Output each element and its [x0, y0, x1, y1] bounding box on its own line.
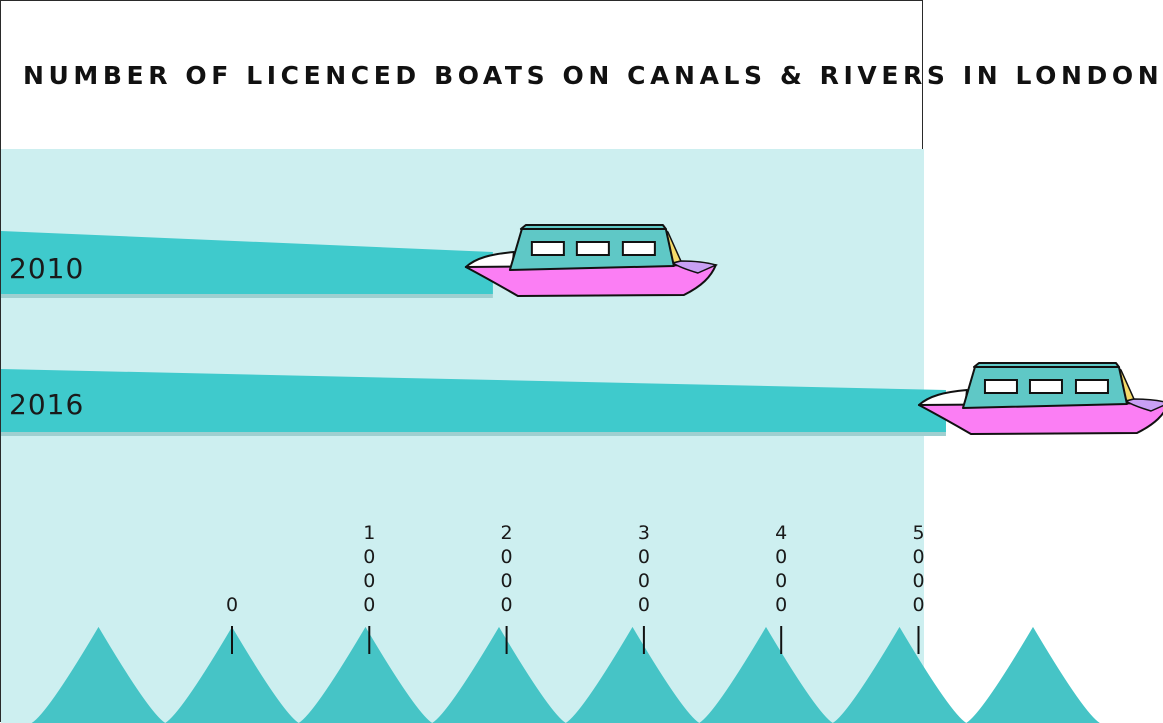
- wave-pattern: [31, 627, 1100, 723]
- x-tick-digit: 0: [638, 570, 650, 592]
- category-label-2010: 2010: [9, 252, 84, 285]
- boat-window: [621, 241, 656, 256]
- x-tick-digit: 0: [501, 546, 513, 568]
- bars-group: 2010 2016: [1, 231, 946, 436]
- x-tick-digit: 0: [501, 594, 513, 616]
- x-tick-digit: 0: [363, 594, 375, 616]
- x-tick-digit: 1: [363, 522, 375, 544]
- bar-2016: [1, 369, 946, 432]
- x-tick-digit: 0: [775, 570, 787, 592]
- x-tick-digit: 0: [912, 546, 924, 568]
- x-tick-digit: 3: [638, 522, 650, 544]
- chart-title: NUMBER OF LICENCED BOATS ON CANALS & RIV…: [23, 61, 1163, 90]
- bar-2010: [1, 231, 493, 294]
- boat-awning-purple: [671, 260, 719, 274]
- boat-hull: [464, 264, 717, 297]
- boat-roof: [972, 362, 1120, 368]
- boat-window: [575, 241, 610, 256]
- x-tick-digit: 0: [638, 546, 650, 568]
- x-tick-digit: 0: [638, 594, 650, 616]
- boat-window: [983, 379, 1018, 394]
- x-tick-digit: 0: [775, 594, 787, 616]
- narrowboat-icon: [464, 224, 719, 297]
- x-tick-label-0: 0: [226, 594, 238, 616]
- boat-hull: [917, 402, 1163, 435]
- x-tick-digit: 2: [501, 522, 513, 544]
- x-tick-digit: 0: [363, 570, 375, 592]
- boat-window: [1028, 379, 1063, 394]
- x-tick-digit: 0: [912, 594, 924, 616]
- boat-roof: [519, 224, 667, 230]
- category-label-2016: 2016: [9, 388, 84, 421]
- x-tick-digit: 0: [226, 594, 238, 616]
- x-tick-digit: 0: [363, 546, 375, 568]
- boat-window: [1074, 379, 1109, 394]
- narrowboat-icon: [917, 362, 1163, 435]
- x-tick-digit: 0: [912, 570, 924, 592]
- x-tick-digit: 4: [775, 522, 787, 544]
- x-tick-digit: 0: [501, 570, 513, 592]
- x-tick-digit: 5: [912, 522, 924, 544]
- boat-window: [530, 241, 565, 256]
- boat-awning-purple: [1124, 398, 1163, 412]
- x-tick-digit: 0: [775, 546, 787, 568]
- wave-front: [31, 627, 1100, 723]
